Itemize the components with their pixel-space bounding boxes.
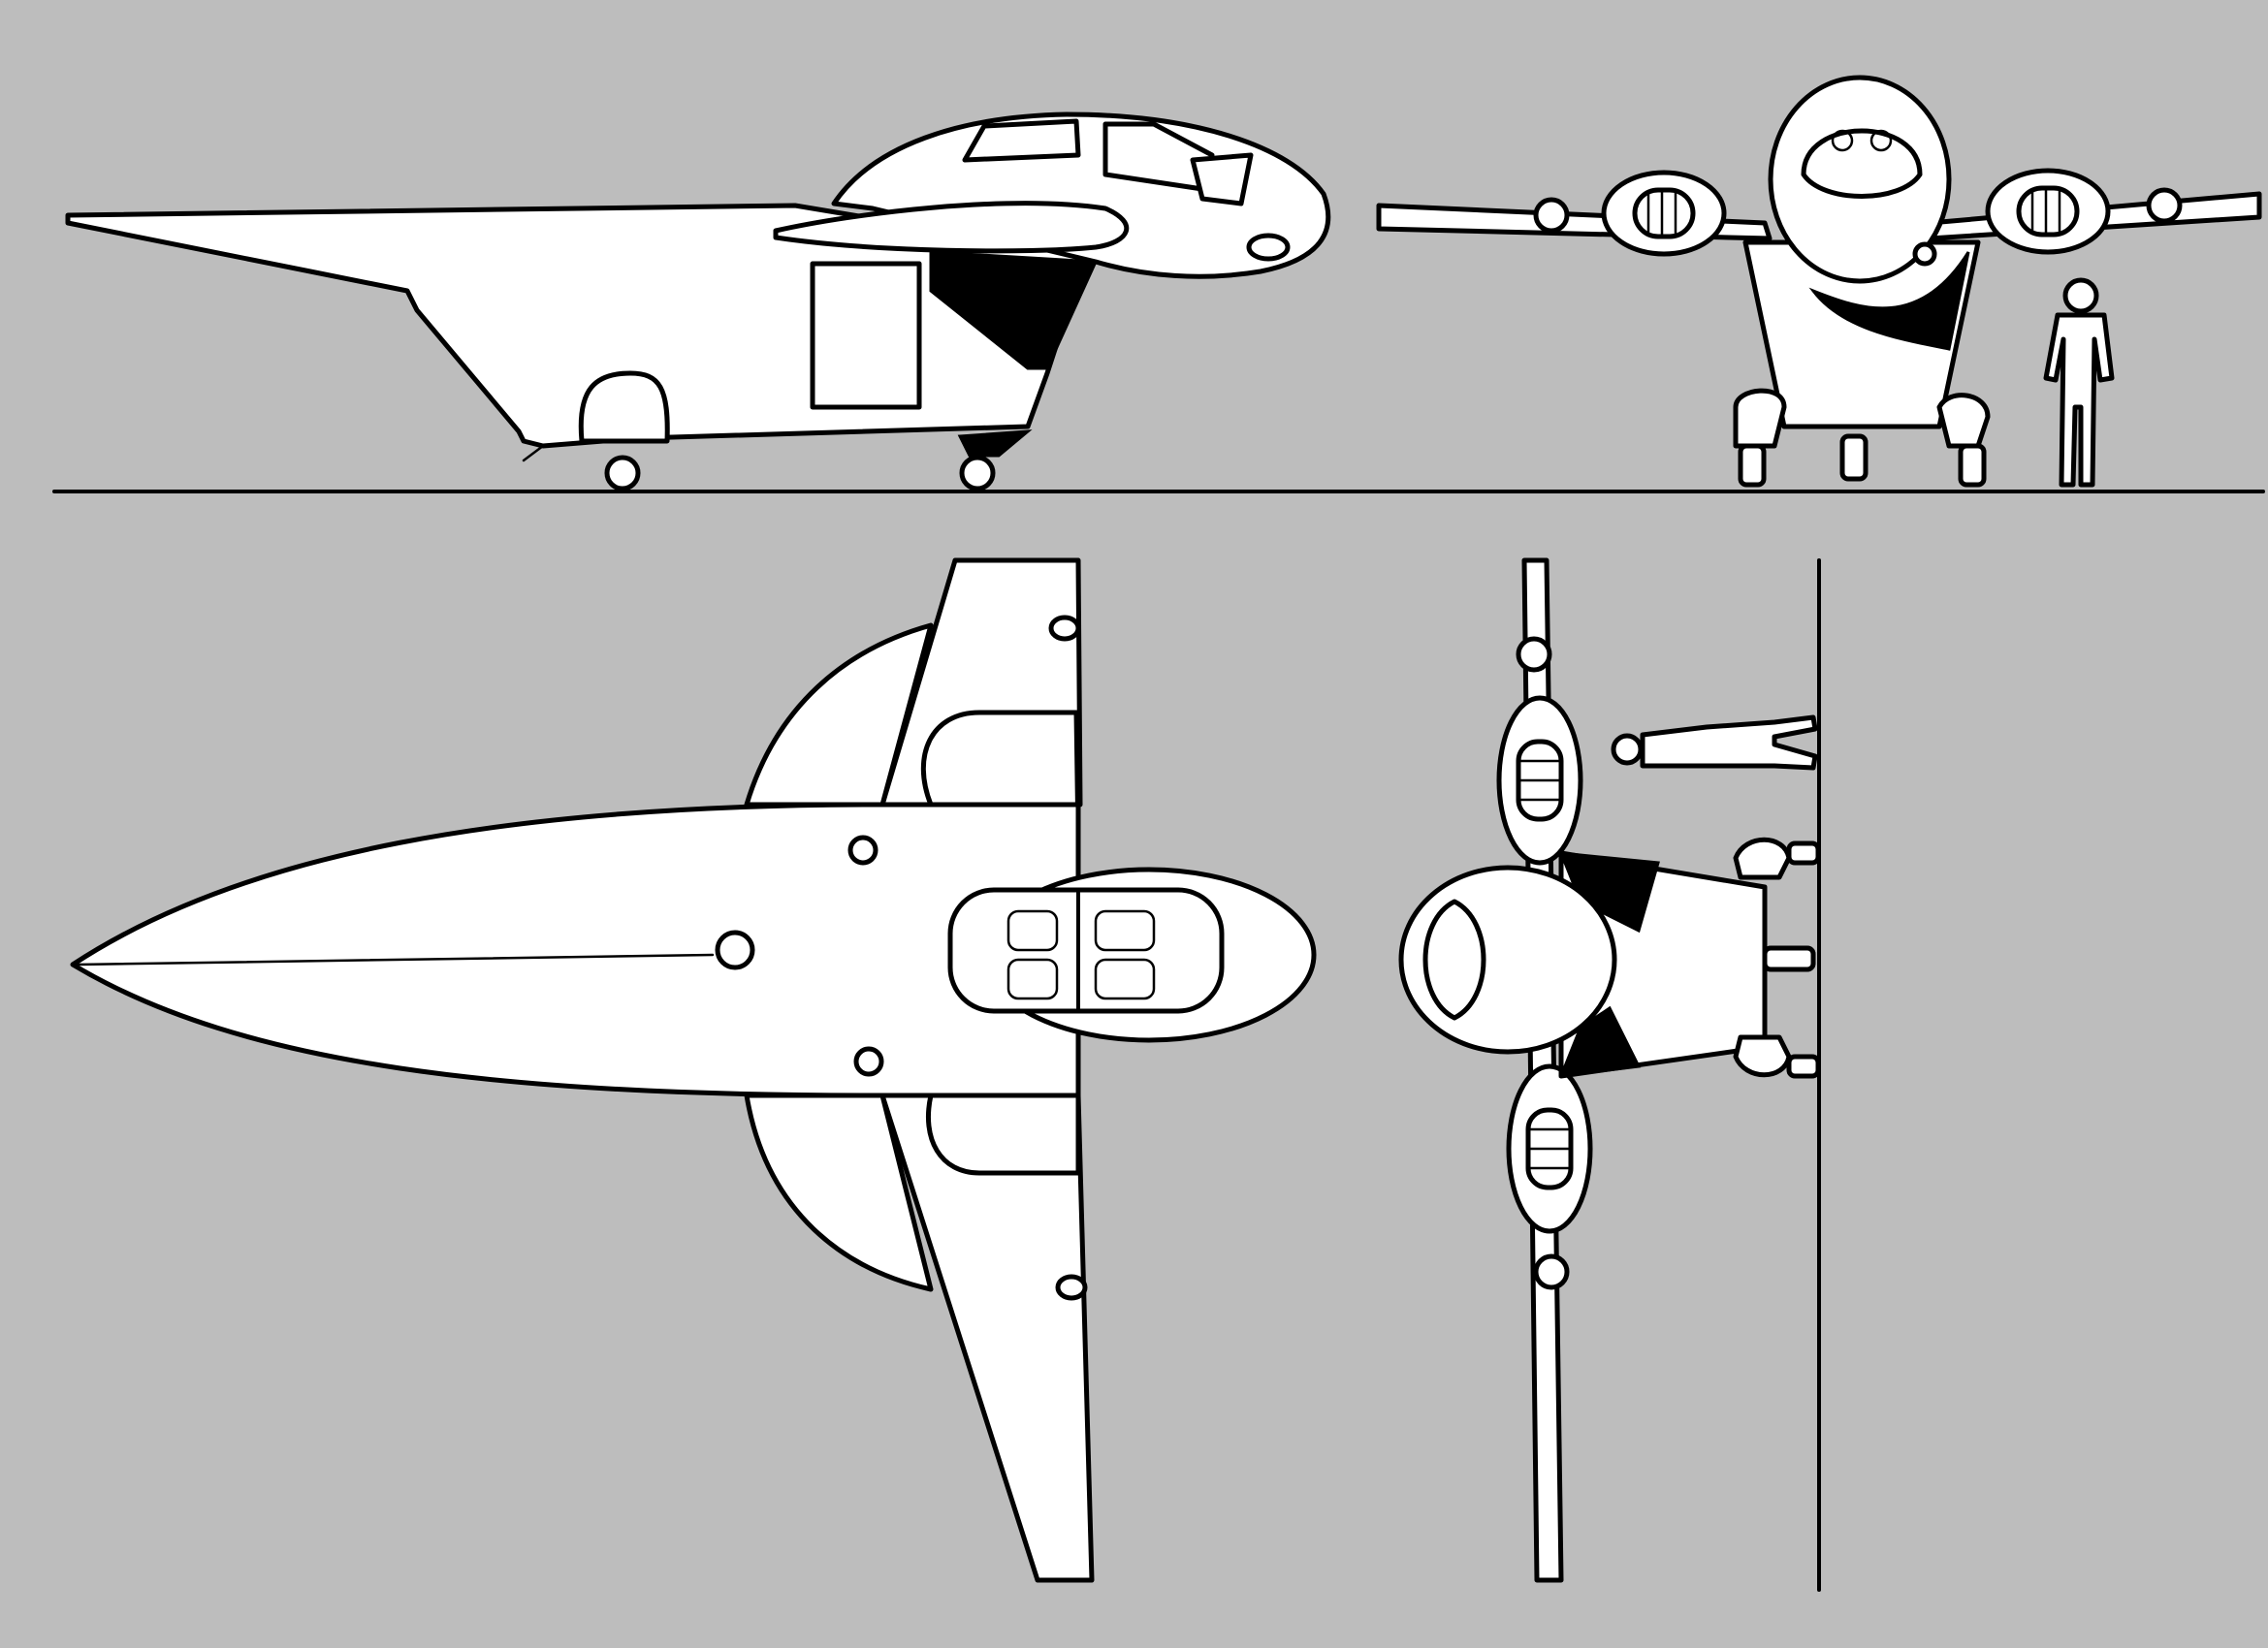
plan-lower-gear	[1733, 1034, 1792, 1078]
plan-lower-wingtip-pod	[1533, 1253, 1570, 1290]
front-crew-head-1	[1831, 129, 1854, 152]
side-cockpit-window-3	[1190, 152, 1254, 206]
front-right-nacelle-grille	[2016, 185, 2080, 238]
front-view	[1375, 75, 2265, 493]
plan-lower-nacelle-grille	[1525, 1107, 1574, 1190]
side-front-wheel	[959, 455, 996, 491]
front-left-gear	[1733, 388, 1787, 449]
top-upper-wingtip-pod	[1048, 615, 1081, 642]
top-crew-seats	[1006, 909, 1156, 1000]
top-fairing-lower	[744, 1093, 934, 1292]
side-cockpit-window-1	[962, 118, 1081, 163]
plan-upper-wingtip-pod	[1516, 636, 1552, 673]
side-port	[1246, 233, 1291, 262]
side-rear-gear-housing	[578, 370, 670, 444]
front-left-wheel	[1738, 443, 1767, 488]
top-lower-wingtip-pod	[1055, 1274, 1088, 1301]
top-fairing-upper	[744, 622, 934, 808]
side-bay-door	[810, 261, 922, 410]
top-upper-port	[847, 835, 878, 866]
front-left-wingtip-pod	[1533, 197, 1570, 234]
top-view	[70, 557, 1317, 1583]
front-right-gear	[1936, 393, 1991, 449]
front-scale-figure	[2043, 277, 2115, 488]
plan-nose-wheel	[1762, 945, 1816, 972]
side-rear-wheel	[604, 455, 641, 491]
side-tail-skid	[522, 444, 545, 462]
front-nose-wheel	[1839, 433, 1869, 482]
side-wing-root	[773, 201, 1130, 254]
top-center-port	[715, 930, 755, 970]
plan-view	[1398, 557, 1821, 1592]
front-crew-head-2	[1869, 129, 1893, 152]
top-canopy-glass	[947, 887, 1225, 1014]
plan-upper-nacelle-grille	[1516, 739, 1564, 822]
plan-scale-figure	[1611, 714, 1818, 771]
top-lower-port	[853, 1046, 884, 1077]
side-front-gear-shadow	[957, 429, 1033, 458]
side-view	[52, 111, 1379, 493]
front-left-nacelle-grille	[1632, 187, 1696, 239]
top-center-line	[76, 953, 715, 967]
front-right-wheel	[1958, 443, 1987, 488]
front-right-wingtip-pod	[2146, 187, 2183, 224]
plan-lower-wheel	[1786, 1054, 1821, 1079]
plan-upper-wheel	[1786, 840, 1821, 866]
plan-canopy-glass	[1422, 899, 1486, 1021]
front-body-shadow	[1808, 251, 1970, 351]
top-fuselage	[70, 802, 1081, 1098]
front-port	[1912, 241, 1937, 267]
side-intake-shadow	[929, 250, 1099, 370]
plan-upper-gear	[1733, 837, 1792, 880]
front-canopy-glass	[1801, 128, 1923, 199]
plan-body-shadow-lower	[1558, 1005, 1642, 1078]
